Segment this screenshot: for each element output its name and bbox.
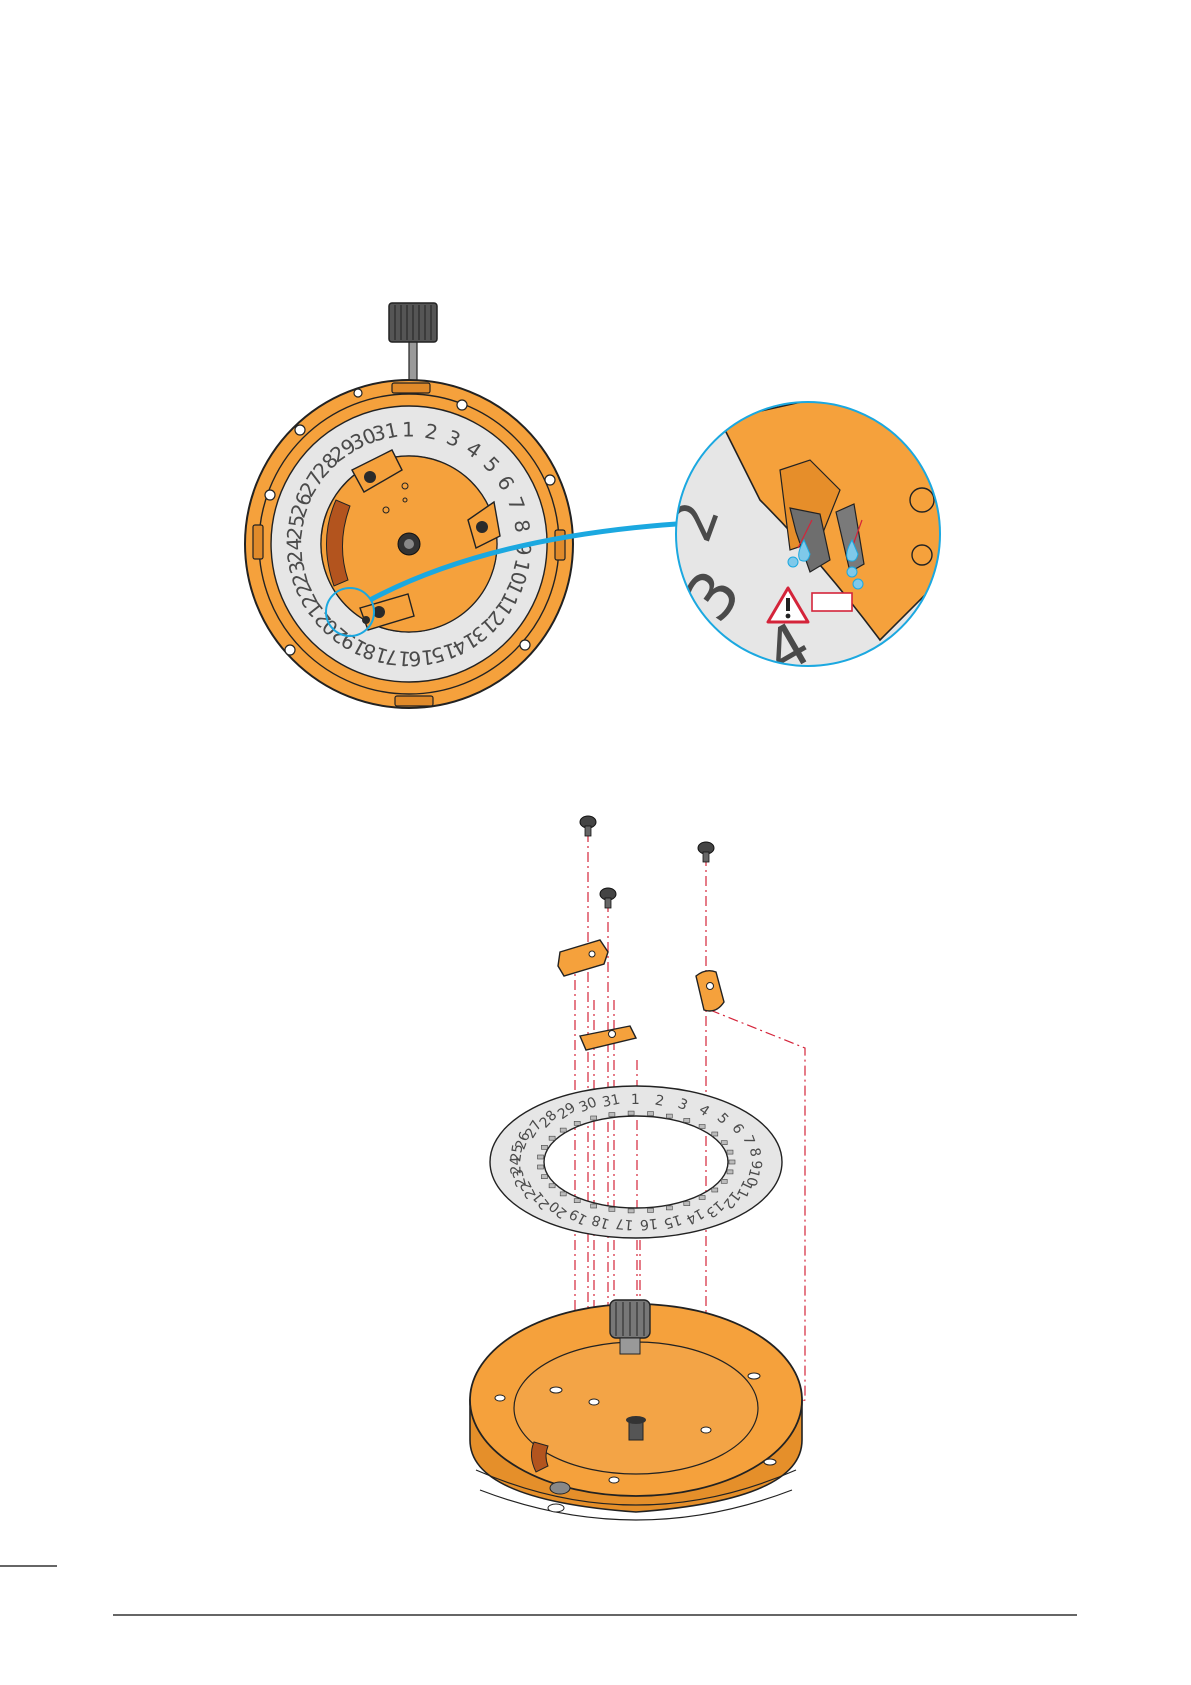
- disc-tooth: [727, 1150, 733, 1154]
- screw-1: [580, 816, 596, 836]
- disc-tooth: [699, 1196, 705, 1200]
- disc-tooth: [648, 1112, 654, 1116]
- warning-label-box: [812, 593, 852, 611]
- disc-tooth: [721, 1179, 727, 1183]
- holder-c: [696, 971, 724, 1011]
- holder-a: [558, 940, 608, 976]
- disc-tooth: [549, 1136, 555, 1140]
- disc-tooth: [666, 1114, 672, 1118]
- disc-tooth: [560, 1128, 566, 1132]
- disc-tooth: [560, 1192, 566, 1196]
- exploded-date-number-25: 25: [508, 1143, 526, 1163]
- disc-tooth: [541, 1175, 547, 1179]
- disc-tooth: [541, 1145, 547, 1149]
- date-number-31: 31: [370, 418, 400, 447]
- date-number-1: 1: [402, 417, 415, 441]
- disc-tooth: [699, 1125, 705, 1129]
- date-number-25: 25: [282, 513, 309, 542]
- detail-view: 2 3 4: [657, 380, 960, 689]
- disc-tooth: [712, 1132, 718, 1136]
- disc-tooth: [628, 1111, 634, 1115]
- exploded-date-number-16: 16: [639, 1215, 659, 1233]
- disc-tooth: [684, 1118, 690, 1122]
- disc-tooth: [574, 1121, 580, 1125]
- disc-tooth: [591, 1116, 597, 1120]
- screw-3: [698, 842, 714, 862]
- disc-tooth: [574, 1199, 580, 1203]
- disc-tooth: [727, 1170, 733, 1174]
- disc-tooth: [538, 1155, 544, 1159]
- movement-base: [470, 1300, 802, 1520]
- disc-tooth: [609, 1113, 615, 1117]
- exploded-date-number-17: 17: [615, 1215, 634, 1233]
- disc-tooth: [721, 1141, 727, 1145]
- disc-tooth: [684, 1202, 690, 1206]
- disc-tooth: [549, 1184, 555, 1188]
- disc-tooth: [591, 1204, 597, 1208]
- disc-tooth: [628, 1209, 634, 1213]
- disc-tooth: [729, 1160, 735, 1164]
- exploded-date-number-1: 1: [631, 1092, 640, 1108]
- screw-2: [600, 888, 616, 908]
- exploded-date-disc: [490, 1086, 782, 1238]
- disc-tooth: [609, 1207, 615, 1211]
- disc-tooth: [666, 1206, 672, 1210]
- disc-tooth: [538, 1165, 544, 1169]
- disc-tooth: [712, 1188, 718, 1192]
- disc-tooth: [648, 1208, 654, 1212]
- screw-right: [476, 521, 488, 533]
- screw-top-left: [364, 471, 376, 483]
